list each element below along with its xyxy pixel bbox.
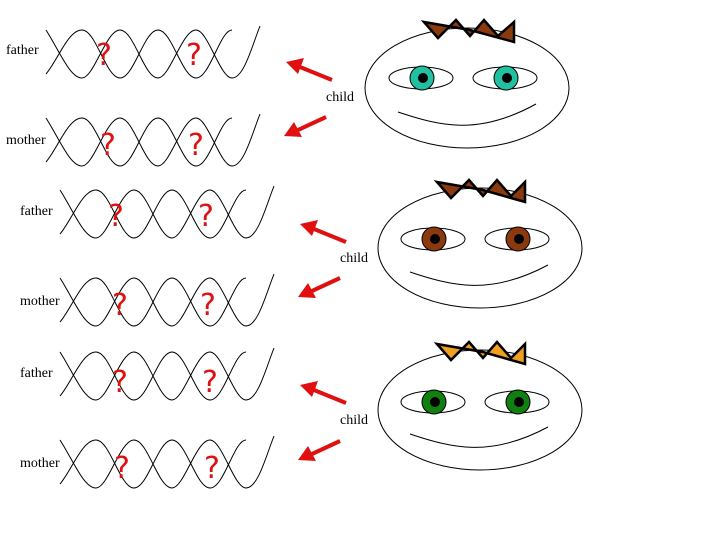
child-face-3	[377, 340, 583, 471]
smile	[409, 264, 549, 286]
right-pupil	[514, 397, 524, 407]
inheritance-arrow-icon	[300, 220, 347, 244]
mother-dna-strand-b	[45, 117, 233, 167]
family-2: father ? ? mother ? ? child	[20, 178, 583, 327]
mother-dna-strand-a	[59, 273, 275, 327]
unknown-gene-marker: ?	[198, 199, 214, 234]
unknown-gene-marker: ?	[96, 38, 112, 73]
father-dna-strand-b	[59, 189, 247, 239]
family-3: father ? ? mother ? ? child	[20, 340, 583, 489]
child-label: child	[340, 251, 368, 266]
father-chromosome-3: father ? ?	[20, 347, 275, 401]
mother-dna-strand-a	[59, 435, 275, 489]
left-pupil	[418, 73, 428, 83]
hair-icon	[433, 178, 527, 204]
unknown-gene-marker: ?	[100, 128, 116, 163]
mother-chromosome-2: mother ? ?	[20, 273, 275, 327]
face-outline	[364, 27, 570, 149]
unknown-gene-marker: ?	[204, 451, 220, 486]
mother-chromosome-1: mother ? ?	[6, 113, 261, 167]
face-outline	[377, 187, 583, 309]
mother-label: mother	[6, 133, 46, 148]
child-face-1	[364, 18, 570, 149]
unknown-gene-marker: ?	[202, 365, 218, 400]
left-pupil	[430, 234, 440, 244]
family-1: father ? ? mother ? ? child	[6, 18, 570, 167]
unknown-gene-marker: ?	[114, 451, 130, 486]
hair-icon	[420, 18, 516, 44]
inheritance-arrow-icon	[298, 439, 341, 461]
unknown-gene-marker: ?	[188, 128, 204, 163]
father-label: father	[6, 43, 39, 58]
smile	[397, 103, 537, 126]
face-outline	[377, 349, 583, 471]
unknown-gene-marker: ?	[186, 38, 202, 73]
right-pupil	[502, 73, 512, 83]
right-pupil	[514, 234, 524, 244]
inheritance-arrow-icon	[298, 276, 341, 298]
mother-dna-strand-a	[45, 113, 261, 167]
father-chromosome-1: father ? ?	[6, 25, 261, 79]
unknown-gene-marker: ?	[112, 288, 128, 323]
unknown-gene-marker: ?	[108, 199, 124, 234]
father-dna-strand-a	[45, 25, 261, 79]
mother-chromosome-3: mother ? ?	[20, 435, 275, 489]
unknown-gene-marker: ?	[112, 365, 128, 400]
father-chromosome-2: father ? ?	[20, 185, 275, 239]
father-dna-strand-b	[45, 29, 233, 79]
mother-label: mother	[20, 294, 60, 309]
unknown-gene-marker: ?	[200, 288, 216, 323]
inheritance-arrow-icon	[286, 58, 333, 82]
inheritance-arrow-icon	[284, 115, 327, 137]
father-dna-strand-a	[59, 185, 275, 239]
inheritance-arrow-icon	[300, 381, 347, 405]
father-label: father	[20, 366, 53, 381]
mother-label: mother	[20, 456, 60, 471]
mother-dna-strand-b	[59, 277, 247, 327]
father-dna-strand-a	[59, 347, 275, 401]
father-label: father	[20, 204, 53, 219]
child-label: child	[340, 413, 368, 428]
smile	[409, 426, 549, 448]
hair-icon	[433, 340, 527, 366]
child-label: child	[326, 90, 354, 105]
left-pupil	[430, 397, 440, 407]
father-dna-strand-b	[59, 351, 247, 401]
child-face-2	[377, 178, 583, 309]
mother-dna-strand-b	[59, 439, 247, 489]
